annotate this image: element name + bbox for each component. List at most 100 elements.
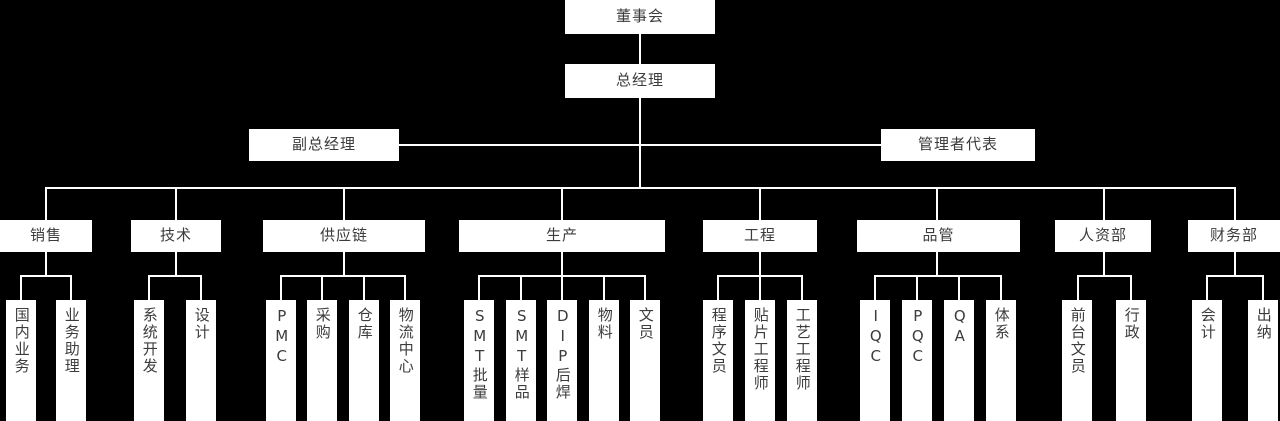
stem-production bbox=[561, 252, 563, 277]
leaf-label: IQC bbox=[866, 307, 885, 367]
stem-technology bbox=[175, 252, 177, 277]
drop-supplychain-2 bbox=[363, 275, 365, 300]
bracket-quality bbox=[874, 275, 1002, 277]
bracket-finance bbox=[1206, 275, 1264, 277]
leaf-production-2[interactable]: DIP后焊 bbox=[547, 300, 577, 421]
bracket-hr bbox=[1077, 275, 1132, 277]
drop-engineering-1 bbox=[759, 275, 761, 300]
drop-production-4 bbox=[644, 275, 646, 300]
leaf-sales-0[interactable]: 国内业务 bbox=[6, 300, 36, 421]
leaf-label: SMT样品 bbox=[512, 307, 531, 401]
leaf-quality-0[interactable]: IQC bbox=[860, 300, 890, 421]
drop-sales-0 bbox=[20, 275, 22, 300]
leaf-label: PMC bbox=[272, 307, 291, 367]
leaf-technology-0[interactable]: 系统开发 bbox=[134, 300, 164, 421]
bracket-technology bbox=[148, 275, 202, 277]
drop-supplychain-1 bbox=[321, 275, 323, 300]
leaf-quality-1[interactable]: PQC bbox=[902, 300, 932, 421]
leaf-engineering-1[interactable]: 贴片工程师 bbox=[745, 300, 775, 421]
leaf-sales-1[interactable]: 业务助理 bbox=[56, 300, 86, 421]
department-finance[interactable]: 财务部 bbox=[1188, 220, 1280, 252]
leaf-label: 贴片工程师 bbox=[751, 307, 770, 392]
drop-supplychain-3 bbox=[404, 275, 406, 300]
drop-production-1 bbox=[520, 275, 522, 300]
bracket-sales bbox=[20, 275, 72, 277]
leaf-production-4[interactable]: 文员 bbox=[630, 300, 660, 421]
leaf-supplychain-1[interactable]: 采购 bbox=[307, 300, 337, 421]
leaf-label: 文员 bbox=[636, 307, 655, 341]
drop-supplychain-0 bbox=[280, 275, 282, 300]
drop-production-2 bbox=[561, 275, 563, 300]
leaf-supplychain-0[interactable]: PMC bbox=[266, 300, 296, 421]
leaf-quality-3[interactable]: 体系 bbox=[986, 300, 1016, 421]
stem-supplychain bbox=[343, 252, 345, 277]
drop-quality bbox=[936, 187, 938, 220]
leaf-label: 仓库 bbox=[355, 307, 374, 341]
drop-production bbox=[561, 187, 563, 220]
node-board[interactable]: 董事会 bbox=[565, 0, 715, 34]
node-deputy-general-manager[interactable]: 副总经理 bbox=[249, 129, 399, 161]
node-general-manager[interactable]: 总经理 bbox=[565, 64, 715, 98]
drop-hr-0 bbox=[1077, 275, 1079, 300]
leaf-hr-1[interactable]: 行政 bbox=[1116, 300, 1146, 421]
leaf-engineering-0[interactable]: 程序文员 bbox=[703, 300, 733, 421]
leaf-label: SMT批量 bbox=[470, 307, 489, 401]
drop-engineering bbox=[759, 187, 761, 220]
leaf-label: 会计 bbox=[1198, 307, 1217, 341]
drop-technology bbox=[175, 187, 177, 220]
leaf-label: 采购 bbox=[313, 307, 332, 341]
drop-technology-0 bbox=[148, 275, 150, 300]
leaf-supplychain-2[interactable]: 仓库 bbox=[349, 300, 379, 421]
drop-engineering-2 bbox=[801, 275, 803, 300]
leaf-label: DIP后焊 bbox=[553, 307, 572, 401]
stem-sales bbox=[45, 252, 47, 277]
stem-hr bbox=[1103, 252, 1105, 277]
leaf-label: PQC bbox=[908, 307, 927, 367]
leaf-finance-0[interactable]: 会计 bbox=[1192, 300, 1222, 421]
leaf-hr-0[interactable]: 前台文员 bbox=[1062, 300, 1092, 421]
drop-quality-1 bbox=[916, 275, 918, 300]
department-production[interactable]: 生产 bbox=[459, 220, 665, 252]
leaf-technology-1[interactable]: 设计 bbox=[186, 300, 216, 421]
leaf-supplychain-3[interactable]: 物流中心 bbox=[390, 300, 420, 421]
leaf-label: 系统开发 bbox=[140, 307, 159, 375]
leaf-label: 行政 bbox=[1122, 307, 1141, 341]
leaf-engineering-2[interactable]: 工艺工程师 bbox=[787, 300, 817, 421]
connector-gm-trunk bbox=[639, 98, 641, 188]
department-quality[interactable]: 品管 bbox=[857, 220, 1020, 252]
connector-board-to-gm bbox=[639, 34, 641, 64]
department-technology[interactable]: 技术 bbox=[131, 220, 221, 252]
bracket-supplychain bbox=[280, 275, 406, 277]
leaf-label: 体系 bbox=[992, 307, 1011, 341]
stem-finance bbox=[1234, 252, 1236, 277]
connector-side-bus bbox=[399, 144, 881, 146]
department-engineering[interactable]: 工程 bbox=[703, 220, 817, 252]
leaf-production-0[interactable]: SMT批量 bbox=[464, 300, 494, 421]
drop-finance bbox=[1234, 187, 1236, 220]
department-sales[interactable]: 销售 bbox=[0, 220, 92, 252]
drop-quality-2 bbox=[958, 275, 960, 300]
department-bus bbox=[45, 187, 1235, 189]
node-management-representative[interactable]: 管理者代表 bbox=[881, 129, 1035, 161]
stem-engineering bbox=[759, 252, 761, 277]
leaf-label: QA bbox=[950, 307, 969, 347]
leaf-production-3[interactable]: 物料 bbox=[589, 300, 619, 421]
drop-technology-1 bbox=[200, 275, 202, 300]
drop-production-3 bbox=[603, 275, 605, 300]
leaf-finance-1[interactable]: 出纳 bbox=[1248, 300, 1278, 421]
department-supplychain[interactable]: 供应链 bbox=[263, 220, 425, 252]
drop-hr-1 bbox=[1130, 275, 1132, 300]
leaf-label: 业务助理 bbox=[62, 307, 81, 375]
leaf-label: 前台文员 bbox=[1068, 307, 1087, 375]
drop-hr bbox=[1103, 187, 1105, 220]
leaf-label: 工艺工程师 bbox=[793, 307, 812, 392]
department-hr[interactable]: 人资部 bbox=[1055, 220, 1151, 252]
stem-quality bbox=[936, 252, 938, 277]
leaf-production-1[interactable]: SMT样品 bbox=[506, 300, 536, 421]
leaf-label: 物料 bbox=[595, 307, 614, 341]
leaf-label: 物流中心 bbox=[396, 307, 415, 375]
drop-finance-0 bbox=[1206, 275, 1208, 300]
drop-sales-1 bbox=[70, 275, 72, 300]
leaf-quality-2[interactable]: QA bbox=[944, 300, 974, 421]
